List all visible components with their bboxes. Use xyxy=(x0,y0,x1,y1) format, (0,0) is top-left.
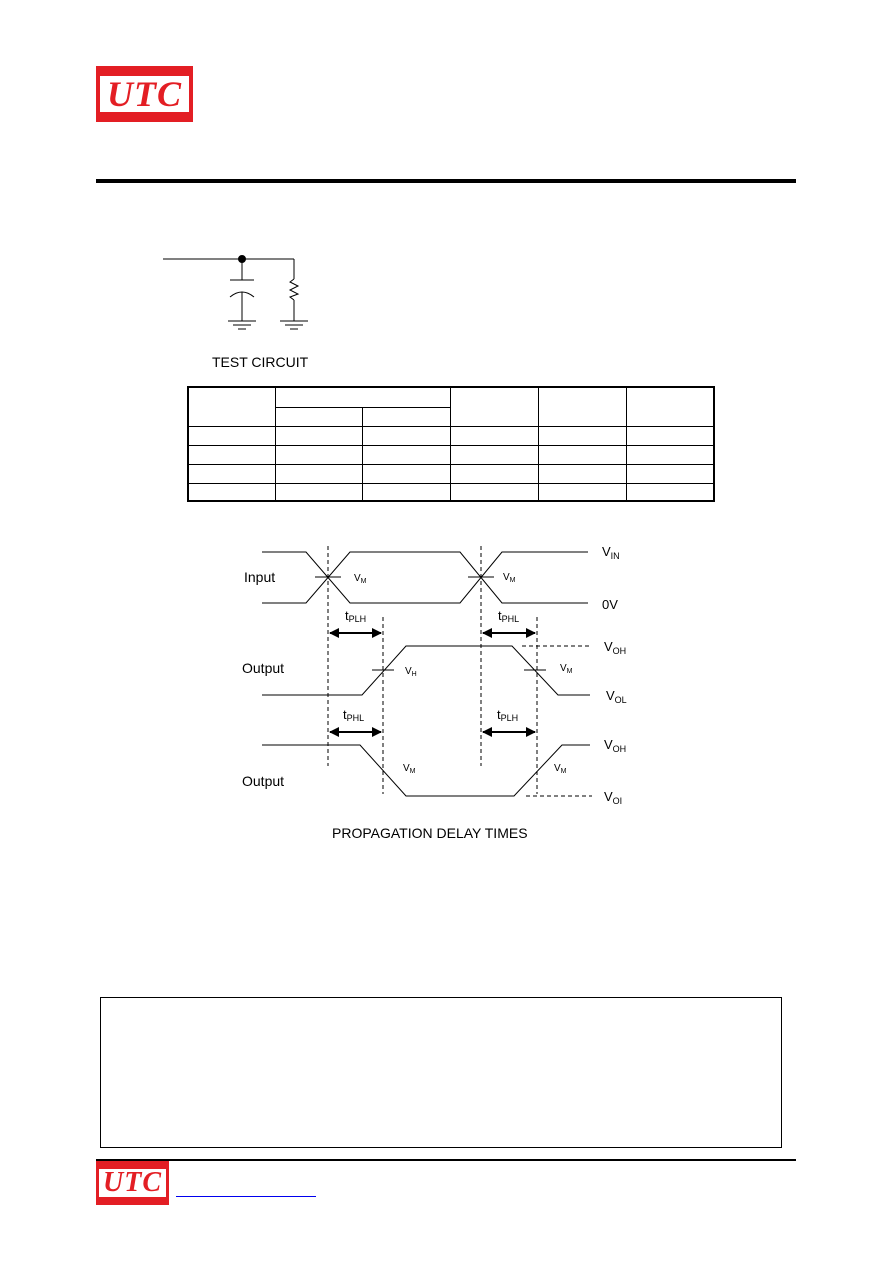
table-cell xyxy=(449,386,539,427)
table-row xyxy=(187,463,715,484)
footer-rule xyxy=(96,1159,796,1161)
utc-logo: UTC xyxy=(96,66,193,122)
vol-label-2: VOI xyxy=(604,789,622,806)
tplh-label: tPLH xyxy=(345,608,366,624)
zero-volt-label: 0V xyxy=(602,597,618,612)
header-rule xyxy=(96,179,796,183)
test-circuit-caption: TEST CIRCUIT xyxy=(212,354,309,370)
vin-label: VIN xyxy=(602,544,620,561)
table-cell xyxy=(625,386,715,427)
parameter-table xyxy=(187,386,715,502)
tphl-label-2: tPHL xyxy=(343,707,364,723)
table-row xyxy=(187,482,715,502)
input-label: Input xyxy=(244,569,275,585)
utc-logo-text: UTC xyxy=(100,74,189,114)
table-cell xyxy=(537,386,627,427)
vm-label: VM xyxy=(403,763,416,775)
tplh-label-2: tPLH xyxy=(497,707,518,723)
table-cell xyxy=(625,482,715,502)
table-row xyxy=(187,386,715,427)
voh-label-2: VOH xyxy=(604,737,626,754)
vol-label: VOL xyxy=(606,688,627,705)
output-label-1: Output xyxy=(242,660,284,676)
vm-label: VM xyxy=(503,572,516,584)
output-label-2: Output xyxy=(242,773,284,789)
propagation-delay-caption: PROPAGATION DELAY TIMES xyxy=(332,825,528,841)
vm-label: VM xyxy=(560,663,573,675)
utc-logo-text: UTC xyxy=(99,1167,166,1198)
website-link[interactable] xyxy=(176,1196,316,1197)
tphl-label: tPHL xyxy=(498,608,519,624)
voh-label-1: VOH xyxy=(604,639,626,656)
vm-label: VH xyxy=(405,666,417,678)
table-row xyxy=(187,425,715,446)
notice-box xyxy=(100,997,782,1148)
vm-label: VM xyxy=(354,573,367,585)
utc-logo-footer: UTC xyxy=(96,1161,169,1205)
vm-label: VM xyxy=(554,763,567,775)
